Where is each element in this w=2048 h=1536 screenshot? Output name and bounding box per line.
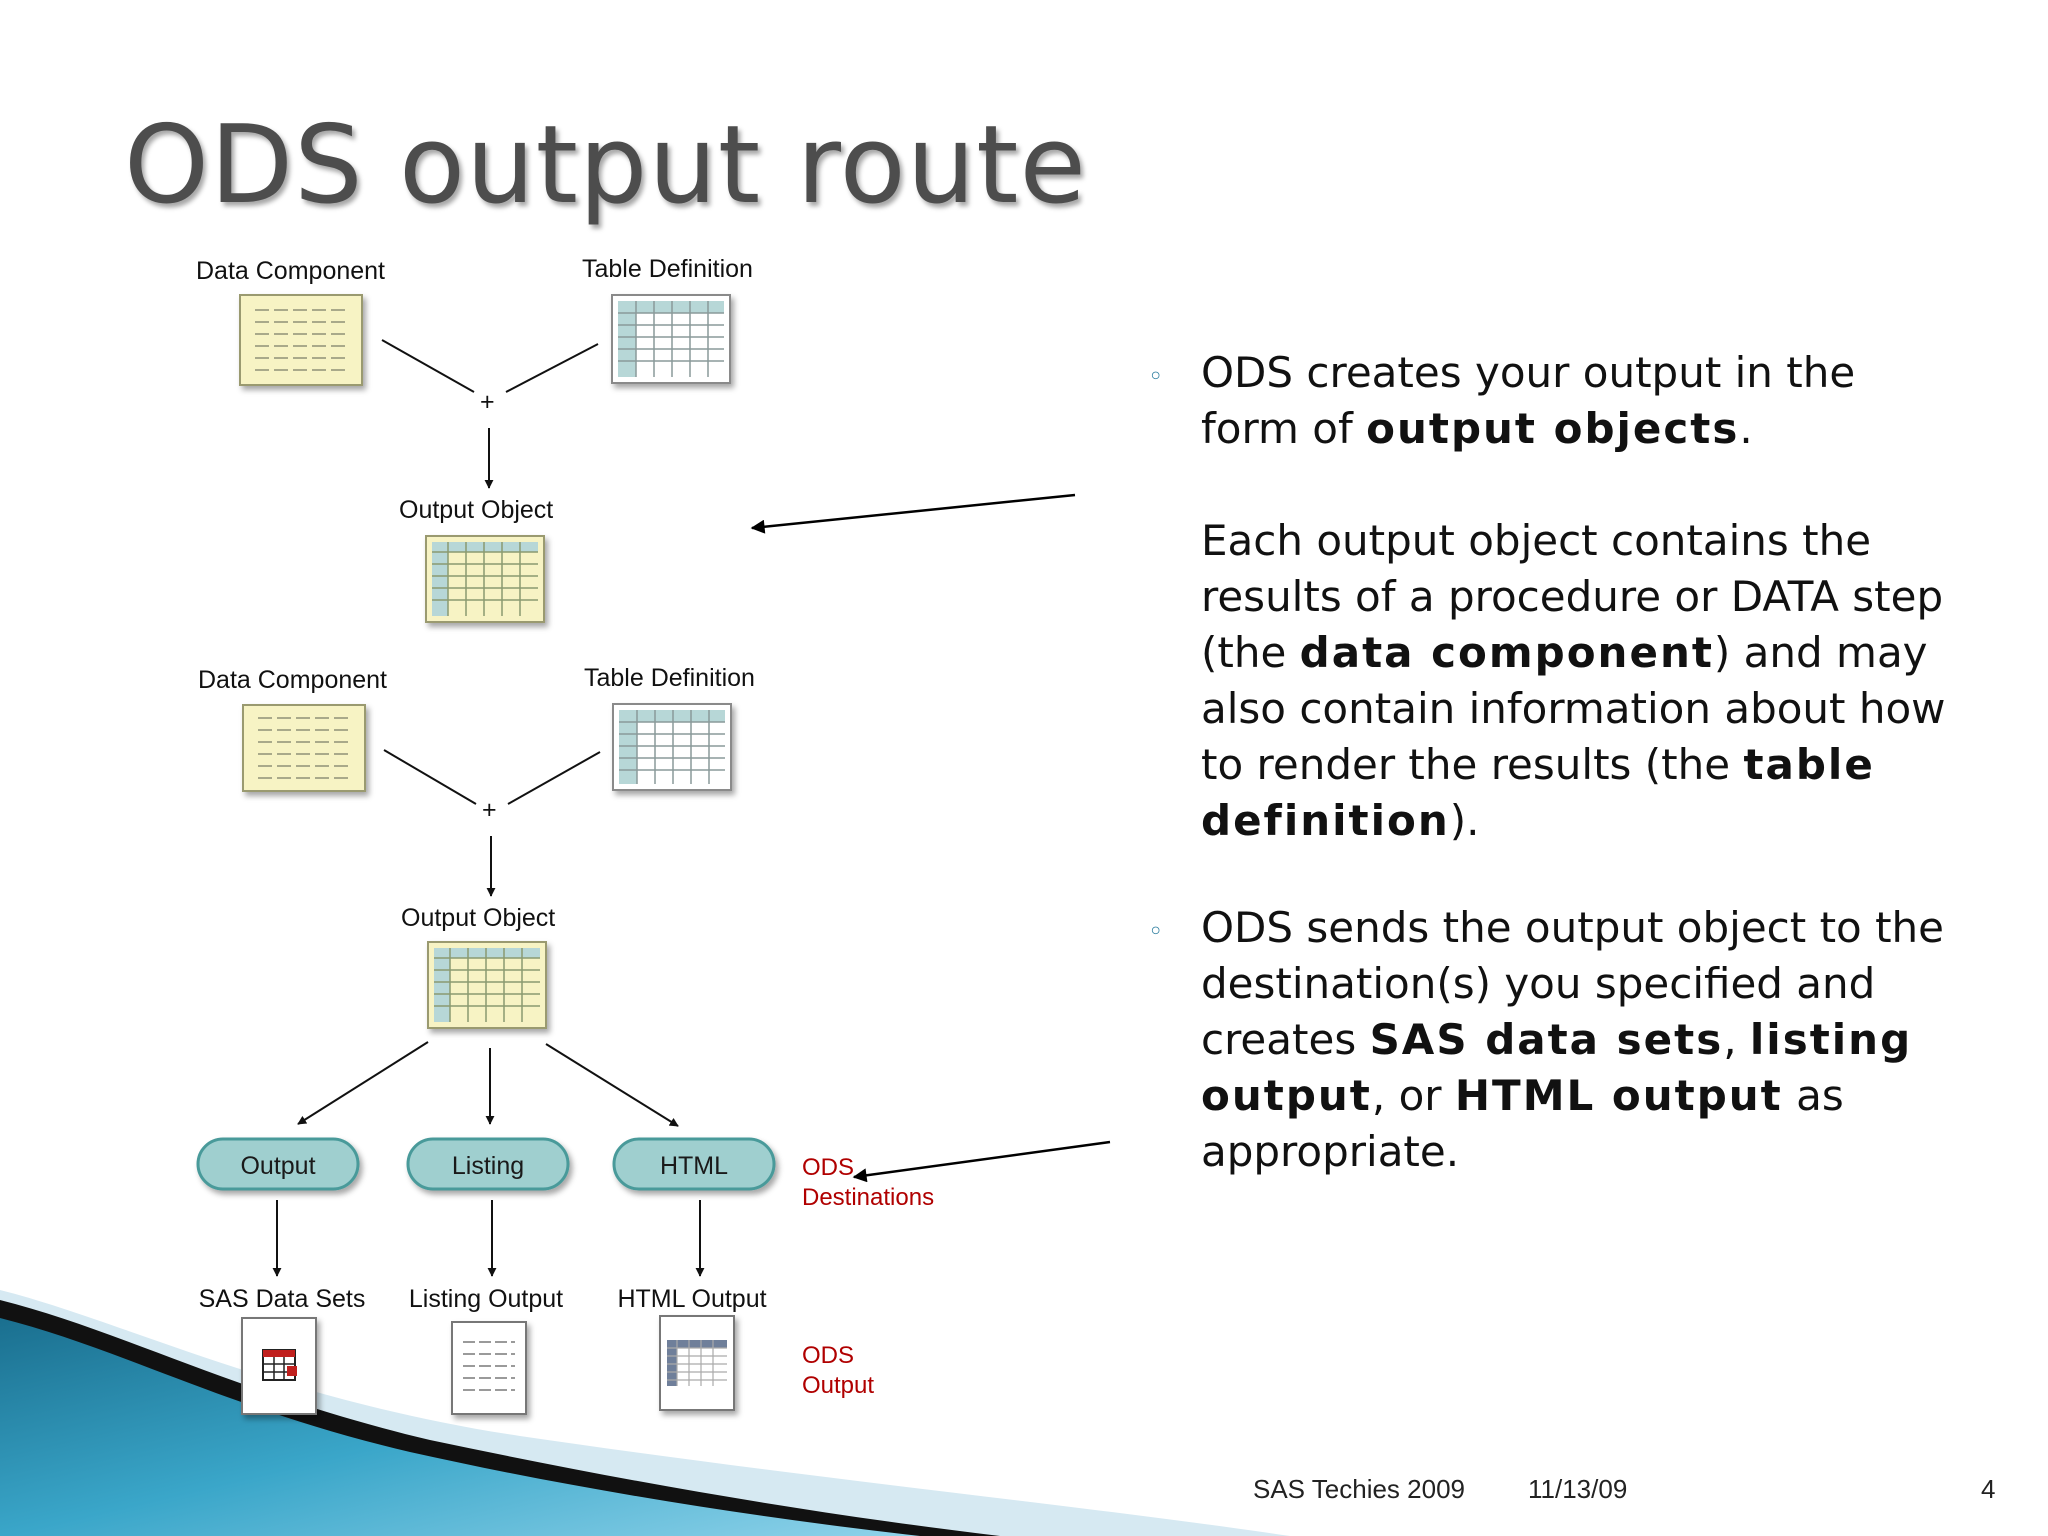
arrow-to-output-destination [297,1041,429,1125]
destination-html: HTML [612,1137,776,1191]
text-run: ODS sends the output object to the desti… [1201,903,1945,1064]
ods-output-label-line1: ODS [802,1342,854,1369]
callout-arrow-ods-destinations [852,1140,1111,1183]
bullet-1-paragraph-1: ODS creates your output in the form of o… [1201,345,1946,457]
bold-term-sas-data-sets: SAS data sets [1369,1015,1724,1064]
slide-title: ODS output route [124,103,1087,228]
bold-term-listing-output: listing output [1201,1015,1913,1120]
text-run: as appropriate. [1201,1071,1844,1176]
bullet-1-paragraph-2: Each output object contains the results … [1201,513,1946,849]
text-run: , [1723,1015,1750,1064]
tier2-table-definition-label: Table Definition [584,664,755,692]
bold-term-html-output: HTML output [1454,1071,1783,1120]
tier1-data-component-label: Data Component [196,257,385,285]
tier1-merge-line-left [381,339,475,393]
footer-date: 11/13/09 [1528,1474,1628,1504]
tier1-output-object-label: Output Object [399,496,553,524]
output-html-output-label: HTML Output [617,1285,766,1313]
text-run: , or [1371,1071,1455,1120]
output-listing-output-label: Listing Output [409,1285,563,1313]
html-output-icon [659,1315,735,1411]
tier2-output-object-label: Output Object [401,904,555,932]
footer-page-number: 4 [1981,1474,1996,1504]
tier2-data-component-icon [242,704,366,792]
tier1-table-definition-label: Table Definition [582,255,753,283]
footer-presenter: SAS Techies 2009 [1253,1474,1465,1504]
bullet-circle-icon: ◦ [1148,362,1164,392]
bullet-circle-icon: ◦ [1148,917,1164,947]
bullet-item-2: ◦ ODS sends the output object to the des… [1146,900,1946,1180]
tier1-table-definition-icon [611,294,731,384]
text-run: ODS creates your output in the form of [1201,348,1856,453]
tier2-data-component-label: Data Component [198,666,387,694]
tier1-merge-line-right [505,343,599,393]
bullet-item-1: ◦ ODS creates your output in the form of… [1146,345,1946,849]
tier2-merge-line-left [383,749,477,805]
bullet-2-paragraph-1: ODS sends the output object to the desti… [1201,900,1946,1180]
tier2-table-definition-icon [612,703,732,791]
destination-output-label: Output [240,1152,315,1180]
destination-html-label: HTML [660,1152,728,1180]
decorative-swoosh [0,1290,1290,1536]
destination-output: Output [196,1137,360,1191]
tier1-output-object-icon [425,535,545,623]
ods-destinations-label-line2: Destinations [802,1184,934,1211]
bold-term-table-definition: table definition [1201,740,1875,845]
tier2-merge-line-right [507,751,601,805]
bold-term-output-objects: output objects [1366,404,1740,453]
tier2-output-object-icon [427,941,547,1029]
sas-data-sets-icon [241,1317,317,1415]
text-run: ). [1449,796,1480,845]
tier1-plus: + [480,388,495,416]
destination-listing: Listing [406,1137,570,1191]
output-sas-data-sets-label: SAS Data Sets [199,1285,366,1313]
text-run: ) and may also contain information about… [1201,628,1946,789]
arrow-to-html-destination [545,1043,679,1127]
bold-term-data-component: data component [1299,628,1714,677]
callout-arrow-output-object [750,493,1076,534]
text-run: Each output object contains the results … [1201,516,1944,677]
listing-output-icon [451,1321,527,1415]
ods-output-label-line2: Output [802,1372,874,1399]
destination-listing-label: Listing [452,1152,524,1180]
tier1-data-component-icon [239,294,363,386]
ods-destinations-label-line1: ODS [802,1154,854,1181]
text-run: . [1739,404,1753,453]
bullet-list: ◦ ODS creates your output in the form of… [1146,345,1946,1180]
tier2-plus: + [482,796,497,824]
